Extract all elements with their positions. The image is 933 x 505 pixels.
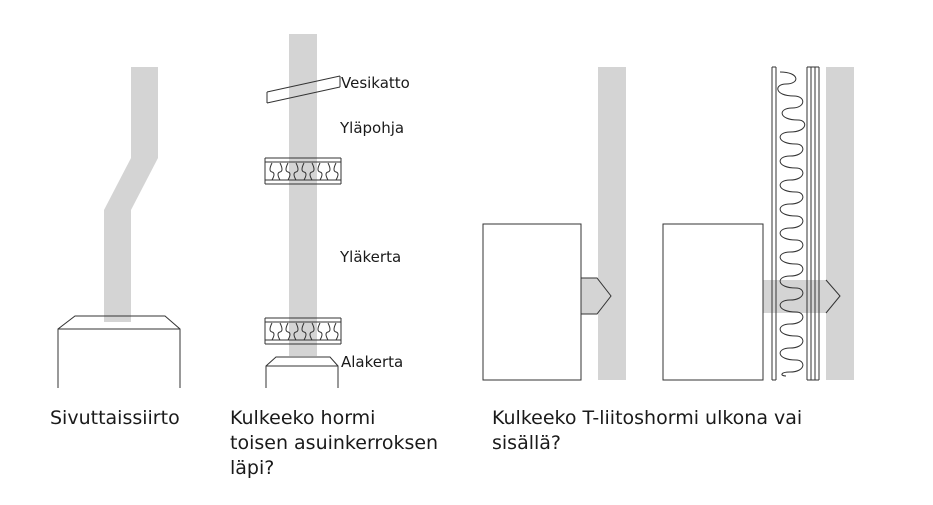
outside-connector-arrow: [825, 279, 841, 314]
caption-line: sisällä?: [492, 432, 562, 454]
inside-flue: [598, 67, 626, 380]
outside-flue: [826, 67, 854, 380]
panel-t-connection-outside: [662, 66, 854, 381]
panel-through-floor: Vesikatto Yläpohja Yläkerta Alakerta: [264, 34, 410, 388]
label-lower-storey: Alakerta: [341, 353, 403, 371]
panel-sideways-offset: [57, 67, 181, 388]
insulation-upper: [269, 162, 339, 181]
caption-line: Kulkeeko T-liitoshormi ulkona vai: [492, 407, 803, 429]
caption-line: Kulkeeko hormi: [230, 407, 376, 429]
caption-line: läpi?: [230, 457, 275, 479]
label-roof: Vesikatto: [341, 74, 410, 92]
fireplace-body: [57, 315, 181, 388]
outside-stove: [662, 223, 764, 381]
label-upper-storey: Yläkerta: [339, 248, 401, 266]
inside-stove: [482, 223, 582, 381]
exterior-wall: [771, 66, 820, 381]
lower-floor-slab: [264, 317, 342, 345]
panel-t-connection-inside: [482, 67, 626, 381]
lower-fireplace: [265, 356, 339, 388]
wall-insulation: [777, 71, 806, 377]
upper-floor-slab: [264, 157, 342, 185]
roof-slab: [266, 75, 341, 104]
caption-line: toisen asuinkerroksen: [230, 432, 439, 454]
caption-line: Sivuttaissiirto: [50, 407, 180, 429]
insulation-lower: [269, 322, 339, 341]
caption-sideways-offset: Sivuttaissiirto: [50, 406, 180, 431]
vertical-flue: [289, 34, 317, 356]
caption-through-floor: Kulkeeko hormi toisen asuinkerroksen läp…: [230, 406, 438, 481]
label-upper-floor-base: Yläpohja: [339, 119, 404, 137]
offset-flue: [104, 67, 158, 322]
caption-t-connection: Kulkeeko T-liitoshormi ulkona vai sisäll…: [492, 406, 802, 456]
